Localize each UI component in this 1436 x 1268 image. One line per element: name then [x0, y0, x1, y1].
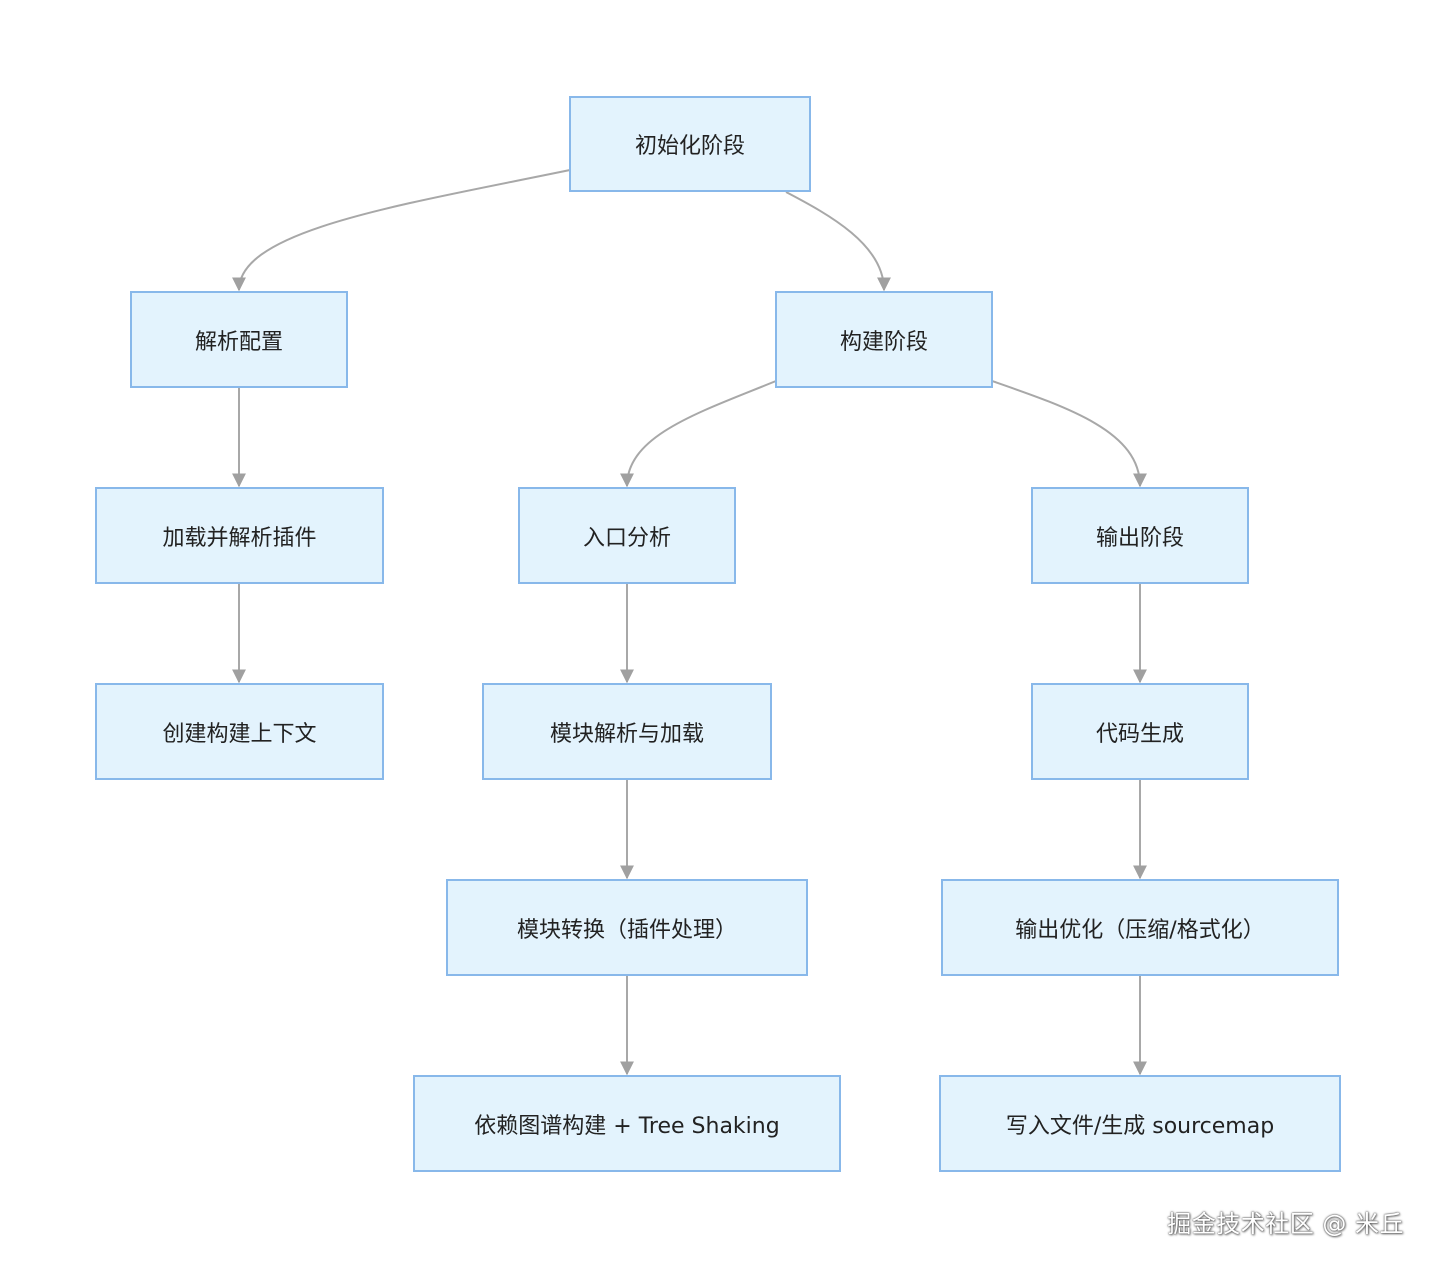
node-codegen: 代码生成 [1031, 683, 1249, 780]
edge-build-phase-to-output-phase [991, 380, 1147, 488]
edge-init-to-build-phase [785, 191, 891, 292]
edge-init-to-parse-config [232, 169, 571, 292]
node-dep-graph: 依赖图谱构建 + Tree Shaking [413, 1075, 841, 1172]
node-output-phase: 输出阶段 [1031, 487, 1249, 584]
node-write-files: 写入文件/生成 sourcemap [939, 1075, 1341, 1172]
watermark-text: 掘金技术社区 @ 米丘 [1167, 1210, 1404, 1238]
node-parse-config: 解析配置 [130, 291, 348, 388]
node-build-phase: 构建阶段 [775, 291, 993, 388]
node-create-context: 创建构建上下文 [95, 683, 384, 780]
node-module-transform: 模块转换（插件处理） [446, 879, 808, 976]
node-init: 初始化阶段 [569, 96, 811, 192]
node-module-resolve: 模块解析与加载 [482, 683, 772, 780]
node-output-optimize: 输出优化（压缩/格式化） [941, 879, 1339, 976]
edge-build-phase-to-entry-analysis [620, 380, 777, 488]
node-load-plugins: 加载并解析插件 [95, 487, 384, 584]
node-entry-analysis: 入口分析 [518, 487, 736, 584]
